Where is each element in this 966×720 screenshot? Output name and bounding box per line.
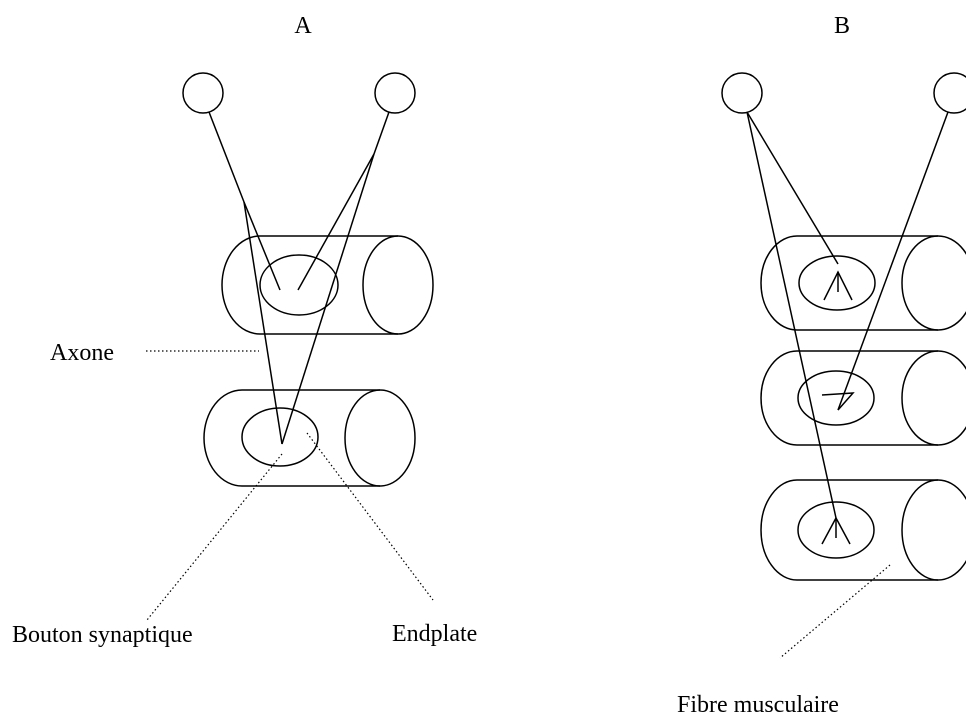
muscle-fiber-b-2	[760, 350, 966, 446]
leader-synaptic-bouton	[146, 453, 283, 621]
panel-a-title: A	[294, 13, 312, 39]
axon-a-right	[281, 111, 390, 445]
neuron-body-b-left	[721, 72, 763, 114]
endplate-b-2	[797, 370, 875, 426]
axon-b-right	[821, 111, 949, 411]
neuron-body-a-left	[182, 72, 224, 114]
panel-b	[721, 72, 966, 581]
label-synaptic-bouton: Bouton synaptique	[12, 622, 193, 648]
endplate-a-bottom	[241, 407, 319, 467]
neuron-body-b-right	[933, 72, 966, 114]
muscle-fiber-a-top	[221, 235, 434, 335]
label-muscle-fiber: Fibre musculaire	[677, 692, 839, 718]
axon-b-left	[746, 111, 853, 545]
leader-muscle-fiber	[779, 564, 891, 659]
leader-endplate	[306, 432, 434, 601]
muscle-fiber-b-3	[760, 479, 966, 581]
endplate-b-1	[798, 255, 876, 311]
label-axon: Axone	[50, 340, 114, 366]
muscle-fiber-a-bottom	[203, 389, 416, 487]
endplate-a-top	[259, 254, 339, 316]
panel-a	[182, 72, 434, 487]
endplate-b-3	[797, 501, 875, 559]
neuron-body-a-right	[374, 72, 416, 114]
panel-b-title: B	[834, 13, 850, 39]
label-endplate: Endplate	[392, 621, 477, 647]
axon-a-left	[208, 111, 283, 445]
